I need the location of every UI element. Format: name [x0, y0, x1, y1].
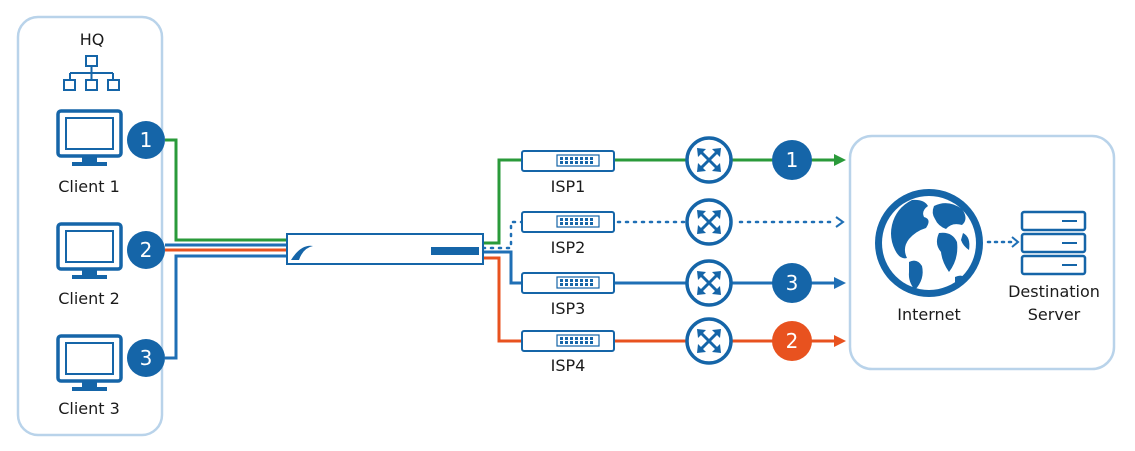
isp2-label: ISP2: [551, 238, 586, 257]
line-client1-green: [165, 138, 287, 242]
switch-icon: [521, 211, 615, 233]
server-icon: [1020, 210, 1087, 276]
client2-badge-number: 2: [140, 238, 153, 262]
isp1-route-badge: [772, 140, 812, 180]
isp3-route-badge: [772, 263, 812, 303]
line-fw-isp3: [483, 250, 522, 285]
arrow-isp1: [834, 154, 846, 166]
client1-label: Client 1: [58, 177, 120, 196]
hq-box: [16, 15, 164, 437]
isp4-route-badge: [772, 321, 812, 361]
router-icon: [685, 136, 733, 184]
router-icon: [685, 317, 733, 365]
client2-badge: [127, 231, 165, 269]
arrow-isp4: [834, 335, 846, 347]
switch-icon: [521, 150, 615, 172]
arrow-server: [1011, 236, 1020, 248]
isp1-label: ISP1: [551, 177, 586, 196]
monitor-icon: [56, 334, 123, 391]
internet-label: Internet: [897, 305, 961, 324]
arrow-isp3: [834, 277, 846, 289]
isp4-route-number: 2: [786, 329, 799, 353]
switch-icon: [521, 272, 615, 294]
isp1-route-number: 1: [786, 148, 799, 172]
line-client3-blue: [165, 254, 287, 360]
isp3-route-number: 3: [786, 271, 799, 295]
isp4-label: ISP4: [551, 356, 586, 375]
hq-title: HQ: [80, 30, 105, 49]
isp3-label: ISP3: [551, 299, 586, 318]
line-fw-isp2: [481, 220, 524, 250]
client1-badge: [127, 121, 165, 159]
monitor-icon: [56, 109, 123, 166]
switch-icon: [521, 330, 615, 352]
client3-label: Client 3: [58, 399, 120, 418]
router-icon: [685, 259, 733, 307]
firewall-appliance-icon: [286, 233, 484, 265]
internet-box: [848, 134, 1116, 371]
client2-label: Client 2: [58, 289, 120, 308]
line-fw-isp4: [483, 256, 522, 343]
monitor-icon: [56, 222, 123, 279]
globe-icon: [875, 189, 983, 297]
arrow-isp2: [835, 216, 845, 228]
router-icon: [685, 198, 733, 246]
client3-badge: [127, 339, 165, 377]
client1-badge-number: 1: [140, 128, 153, 152]
destination-label-line2: Server: [1028, 305, 1081, 324]
client3-badge-number: 3: [140, 346, 153, 370]
line-fw-isp1: [483, 158, 522, 245]
network-tree-icon: [63, 55, 120, 91]
destination-label-line1: Destination: [1008, 282, 1100, 301]
